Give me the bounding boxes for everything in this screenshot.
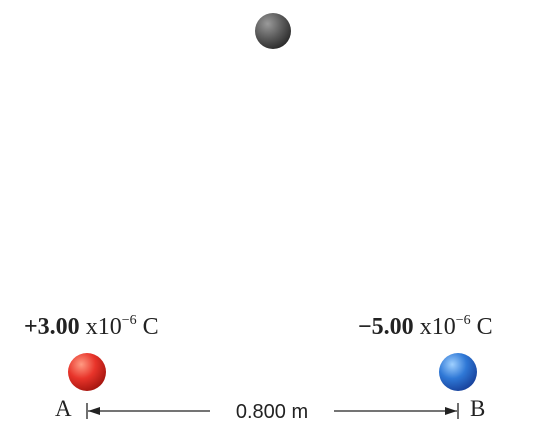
charge-a-times-ten: x10	[80, 314, 122, 340]
right-arrowhead	[445, 407, 457, 415]
charge-b-sphere	[439, 353, 477, 391]
charge-b-times-ten: x10	[414, 314, 456, 340]
point-b-label: B	[470, 396, 485, 421]
charge-b-unit: C	[471, 314, 493, 340]
top-sphere	[255, 13, 291, 49]
charge-a-coefficient: +3.00	[24, 314, 80, 340]
distance-label: 0.800 m	[236, 401, 308, 423]
distance-dimension	[86, 403, 459, 419]
charge-a-unit: C	[137, 314, 159, 340]
charge-a-label: +3.00 x10−6 C	[24, 313, 159, 340]
charge-a-exponent: −6	[122, 313, 137, 328]
charge-a-sphere	[68, 353, 106, 391]
charge-b-label: −5.00 x10−6 C	[358, 313, 493, 340]
charge-b-exponent: −6	[456, 313, 471, 328]
charge-b-coefficient: −5.00	[358, 314, 414, 340]
left-arrowhead	[88, 407, 100, 415]
point-a-label: A	[55, 396, 72, 421]
